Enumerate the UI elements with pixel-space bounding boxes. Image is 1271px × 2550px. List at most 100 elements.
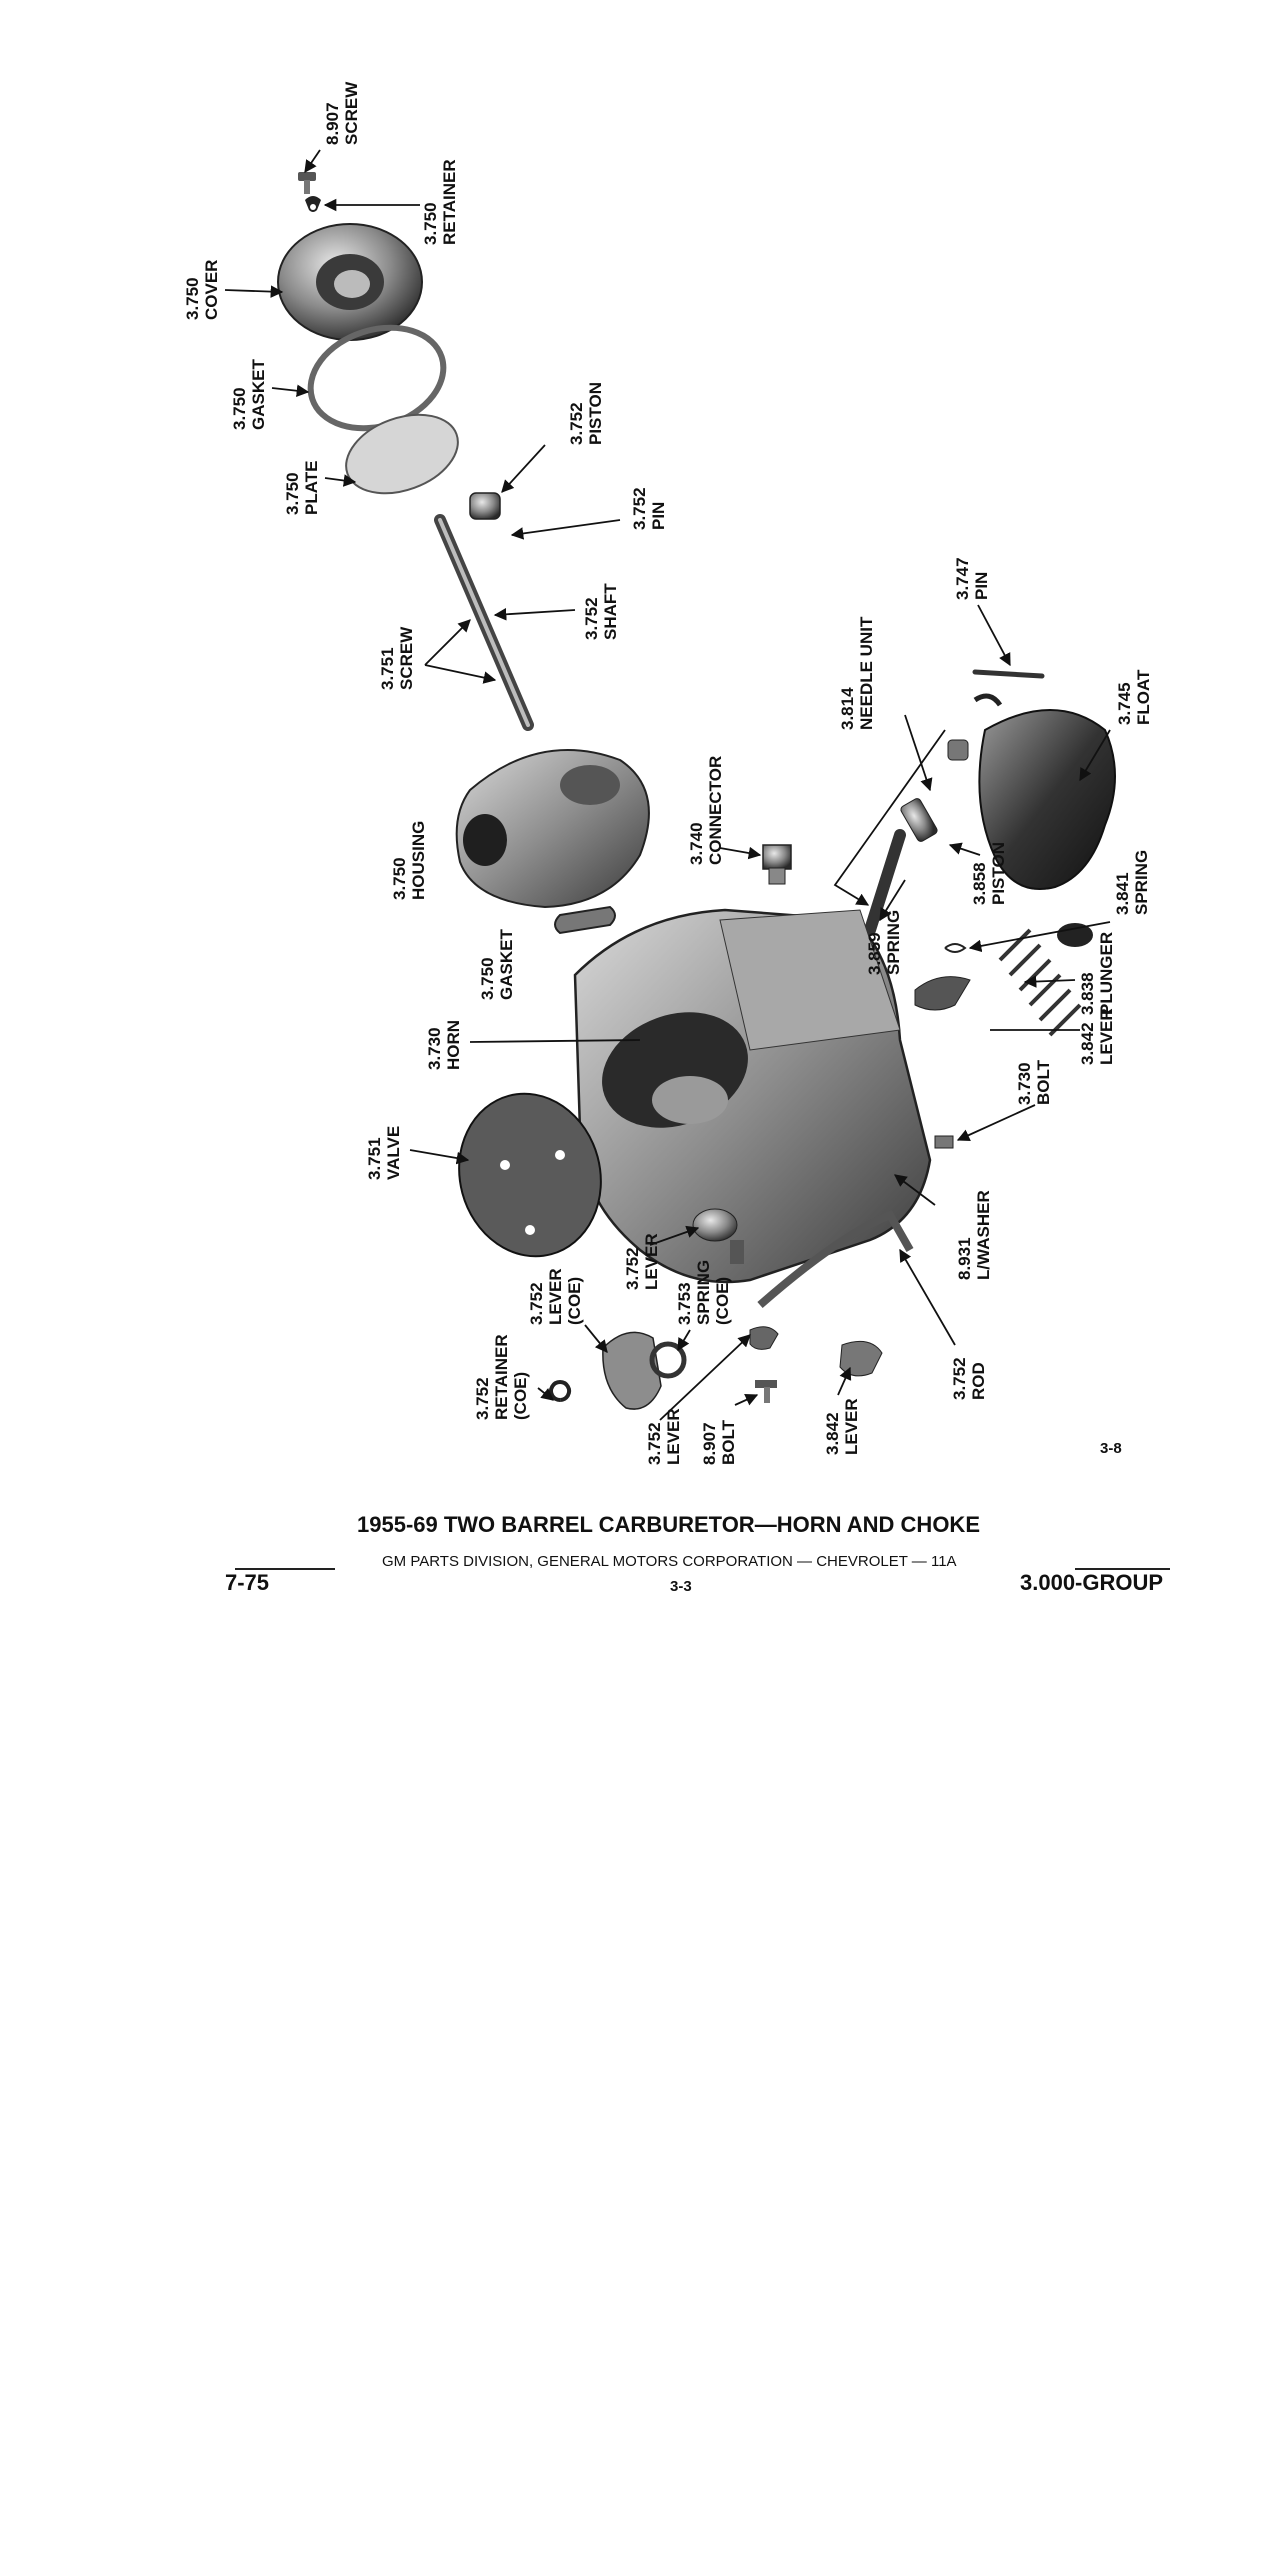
figure-number: 3-8 [1100, 1440, 1122, 1457]
part-piston-3858 [864, 829, 906, 936]
part-needle-unit [900, 739, 969, 842]
part-gasket-mid [554, 905, 616, 935]
callout-horn: 3.730 HORN [425, 1020, 463, 1070]
svg-text:3.752: 3.752 [473, 1377, 492, 1420]
callout-retainer: 3.750 RETAINER [421, 159, 459, 245]
svg-text:3.752: 3.752 [950, 1357, 969, 1400]
svg-text:3.750: 3.750 [230, 387, 249, 430]
callout-spring-coe: 3.753 SPRING (COE) [675, 1260, 732, 1325]
callout-pin: 3.752 PIN [630, 487, 668, 530]
callout-valve: 3.751 VALVE [365, 1126, 403, 1180]
svg-text:3.751: 3.751 [378, 647, 397, 690]
callout-lwasher: 8.931 L/WASHER [955, 1190, 993, 1280]
svg-text:3.842: 3.842 [823, 1412, 842, 1455]
svg-text:ROD: ROD [969, 1362, 988, 1400]
callout-cover: 3.750 COVER [183, 260, 221, 320]
part-lever-3752 [692, 1208, 744, 1264]
callout-lever-3752-b: 3.752 LEVER [645, 1408, 683, 1465]
footer-page-number: 3-3 [670, 1578, 692, 1595]
part-bolt-8907 [755, 1380, 777, 1403]
svg-text:FLOAT: FLOAT [1134, 669, 1153, 725]
svg-text:3.750: 3.750 [183, 277, 202, 320]
svg-text:SPRING: SPRING [884, 910, 903, 975]
svg-text:3.745: 3.745 [1115, 682, 1134, 725]
part-piston-small [469, 492, 501, 520]
part-lever-bottom [839, 1340, 883, 1377]
svg-text:LEVER: LEVER [1097, 1008, 1116, 1065]
part-housing [455, 749, 650, 909]
part-pin-3747 [972, 669, 1045, 679]
part-lever-small [749, 1326, 779, 1350]
callout-piston: 3.752 PISTON [567, 382, 605, 445]
part-spring-coe [649, 1341, 687, 1379]
svg-text:BOLT: BOLT [719, 1419, 738, 1465]
part-spring-3841 [944, 943, 967, 953]
svg-text:3.730: 3.730 [425, 1027, 444, 1070]
svg-text:SCREW: SCREW [342, 81, 361, 145]
part-rod [757, 1209, 914, 1309]
callout-gasket-mid: 3.750 GASKET [478, 929, 516, 1000]
svg-text:3.750: 3.750 [283, 472, 302, 515]
svg-text:L/WASHER: L/WASHER [974, 1190, 993, 1280]
footer-division: GM PARTS DIVISION, GENERAL MOTORS CORPOR… [382, 1553, 957, 1570]
svg-text:3.859: 3.859 [865, 932, 884, 975]
exploded-parts-diagram: 8.907 SCREW 3.750 RETAINER 3.750 COVER 3… [183, 81, 1153, 1465]
svg-text:PLUNGER: PLUNGER [1097, 932, 1116, 1015]
part-connector [762, 844, 792, 885]
svg-text:PISTON: PISTON [989, 842, 1008, 905]
callout-screw-8907: 8.907 SCREW [323, 81, 361, 145]
footer-date: 7-75 [225, 1570, 270, 1595]
svg-text:3.858: 3.858 [970, 862, 989, 905]
part-float [973, 693, 1116, 890]
svg-text:3.751: 3.751 [365, 1137, 384, 1180]
svg-text:RETAINER: RETAINER [492, 1334, 511, 1420]
part-retainer-coe [549, 1380, 572, 1402]
svg-text:3.841: 3.841 [1113, 872, 1132, 915]
svg-text:8.931: 8.931 [955, 1237, 974, 1280]
callout-plunger: 3.838 PLUNGER [1078, 932, 1116, 1015]
svg-text:VALVE: VALVE [384, 1126, 403, 1180]
part-retainer [305, 196, 321, 212]
svg-text:GASKET: GASKET [497, 929, 516, 1000]
svg-text:3.752: 3.752 [623, 1247, 642, 1290]
svg-text:HOUSING: HOUSING [409, 821, 428, 900]
svg-text:LEVER: LEVER [546, 1268, 565, 1325]
svg-text:8.907: 8.907 [323, 102, 342, 145]
svg-text:3.747: 3.747 [953, 557, 972, 600]
svg-text:3.752: 3.752 [567, 402, 586, 445]
callout-piston-3858: 3.858 PISTON [970, 842, 1008, 905]
svg-text:PIN: PIN [972, 572, 991, 600]
svg-text:PIN: PIN [649, 502, 668, 530]
footer-rule-left [235, 1568, 335, 1570]
svg-text:SPRING: SPRING [694, 1260, 713, 1325]
svg-text:(COE): (COE) [511, 1372, 530, 1420]
svg-text:3.750: 3.750 [390, 857, 409, 900]
part-horn-body [573, 908, 932, 1284]
svg-text:SCREW: SCREW [397, 626, 416, 690]
svg-text:3.730: 3.730 [1015, 1062, 1034, 1105]
callout-spring-3859: 3.859 SPRING [865, 910, 903, 975]
part-lever-coe [602, 1331, 662, 1410]
svg-text:3.750: 3.750 [421, 202, 440, 245]
svg-text:HORN: HORN [444, 1020, 463, 1070]
callout-lever-coe: 3.752 LEVER (COE) [527, 1268, 584, 1325]
part-lever-3842 [914, 976, 971, 1011]
svg-text:(COE): (COE) [713, 1277, 732, 1325]
footer-group: 3.000-GROUP [1020, 1570, 1164, 1595]
svg-text:SHAFT: SHAFT [601, 583, 620, 640]
svg-text:3.752: 3.752 [582, 597, 601, 640]
callout-housing: 3.750 HOUSING [390, 821, 428, 900]
svg-text:(COE): (COE) [565, 1277, 584, 1325]
svg-text:RETAINER: RETAINER [440, 159, 459, 245]
svg-text:3.752: 3.752 [630, 487, 649, 530]
part-cover [277, 223, 423, 341]
callout-retainer-coe: 3.752 RETAINER (COE) [473, 1334, 530, 1420]
callout-lever-3752-a: 3.752 LEVER [623, 1233, 661, 1290]
callout-connector: 3.740 CONNECTOR [687, 756, 725, 865]
svg-text:SPRING: SPRING [1132, 850, 1151, 915]
svg-text:3.753: 3.753 [675, 1282, 694, 1325]
callout-float: 3.745 FLOAT [1115, 669, 1153, 725]
svg-text:PLATE: PLATE [302, 461, 321, 515]
callout-bolt-3730: 3.730 BOLT [1015, 1059, 1053, 1105]
callout-needle-unit: 3.814 NEEDLE UNIT [838, 616, 876, 730]
